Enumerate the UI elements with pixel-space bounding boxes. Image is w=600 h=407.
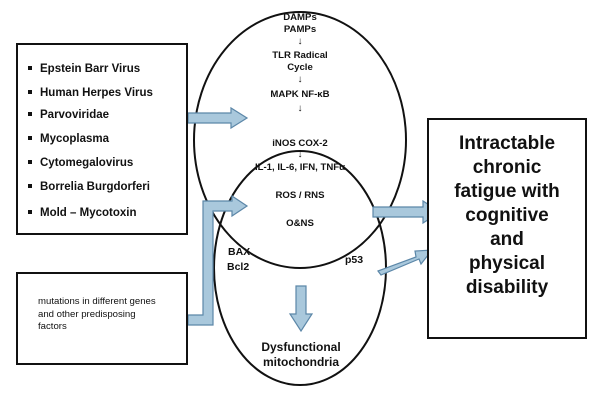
- pathogen-item: Human Herpes Virus: [28, 87, 153, 99]
- pathogen-item: Borrelia Burgdorferi: [28, 181, 150, 193]
- mitochondria-label: mitochondria: [262, 355, 339, 369]
- pathogen-label: Mycoplasma: [40, 133, 110, 145]
- pathogen-label: Cytomegalovirus: [40, 157, 134, 169]
- down-to-mito-arrow: [288, 285, 314, 333]
- bullet-icon: [28, 111, 32, 116]
- cycle-label: Cycle: [287, 62, 313, 73]
- arrow-down-icon: ↓: [297, 103, 303, 114]
- ons-label: O&NS: [286, 218, 314, 229]
- outcome-text: Intractable chronic fatigue with cogniti…: [429, 132, 585, 300]
- bullet-icon: [28, 183, 32, 188]
- bullet-icon: [28, 159, 32, 164]
- arrow-down-icon: ↓: [297, 74, 303, 85]
- bullet-icon: [28, 209, 32, 214]
- inos-cox2-label: iNOS COX-2: [272, 138, 328, 149]
- tlr-radical-label: TLR Radical: [272, 50, 328, 61]
- bullet-icon: [28, 89, 32, 94]
- upper-ellipse: [193, 11, 407, 269]
- pathogen-to-circle-arrow: [187, 106, 249, 130]
- damps-label: DAMPs: [283, 12, 317, 23]
- bax-label: BAX: [228, 246, 251, 258]
- pathogen-item: Mycoplasma: [28, 133, 109, 145]
- outcome-box: Intractable chronic fatigue with cogniti…: [427, 118, 587, 339]
- pathogen-label: Parvoviridae: [40, 109, 110, 121]
- bullet-icon: [28, 65, 32, 70]
- pamps-label: PAMPs: [283, 24, 317, 35]
- mito-to-outcome-arrow: [377, 249, 434, 276]
- outcome-line: fatigue with: [454, 181, 560, 202]
- arrow-down-icon: ↓: [297, 149, 303, 160]
- outcome-line: Intractable: [458, 133, 556, 154]
- p53-label: p53: [345, 254, 364, 266]
- pathogen-label: Borrelia Burgdorferi: [40, 181, 150, 193]
- pathogen-list-box: Epstein Barr Virus Human Herpes Virus Pa…: [16, 43, 188, 235]
- dysfunctional-label: Dysfunctional: [261, 340, 341, 354]
- pathogen-label: Epstein Barr Virus: [40, 63, 141, 75]
- outcome-line: chronic: [472, 157, 542, 178]
- bcl2-label: Bcl2: [227, 261, 250, 273]
- bullet-icon: [28, 135, 32, 140]
- cytokines-label: IL-1, IL-6, IFN, TNFα: [254, 162, 346, 173]
- pathogen-item: Mold – Mycotoxin: [28, 207, 136, 219]
- outcome-line: physical: [468, 253, 546, 274]
- outcome-line: disability: [465, 277, 549, 298]
- mutation-to-circle-arrow: [187, 194, 249, 326]
- pathogen-label: Mold – Mycotoxin: [40, 207, 137, 219]
- pathogen-item: Epstein Barr Virus: [28, 63, 140, 75]
- arrow-down-icon: ↓: [297, 36, 303, 47]
- predisposing-factors-text: mutations in different genes and other p…: [38, 296, 156, 332]
- pathogen-item: Parvoviridae: [28, 109, 109, 121]
- outcome-line: cognitive: [465, 205, 549, 226]
- mapk-nfkb-label: MAPK NF-κB: [270, 89, 330, 100]
- pathogen-item: Cytomegalovirus: [28, 157, 133, 169]
- pathogen-label: Human Herpes Virus: [40, 87, 153, 99]
- ros-rns-label: ROS / RNS: [275, 190, 325, 201]
- outcome-line: and: [490, 229, 524, 250]
- predisposing-factors-box: mutations in different genes and other p…: [16, 272, 188, 365]
